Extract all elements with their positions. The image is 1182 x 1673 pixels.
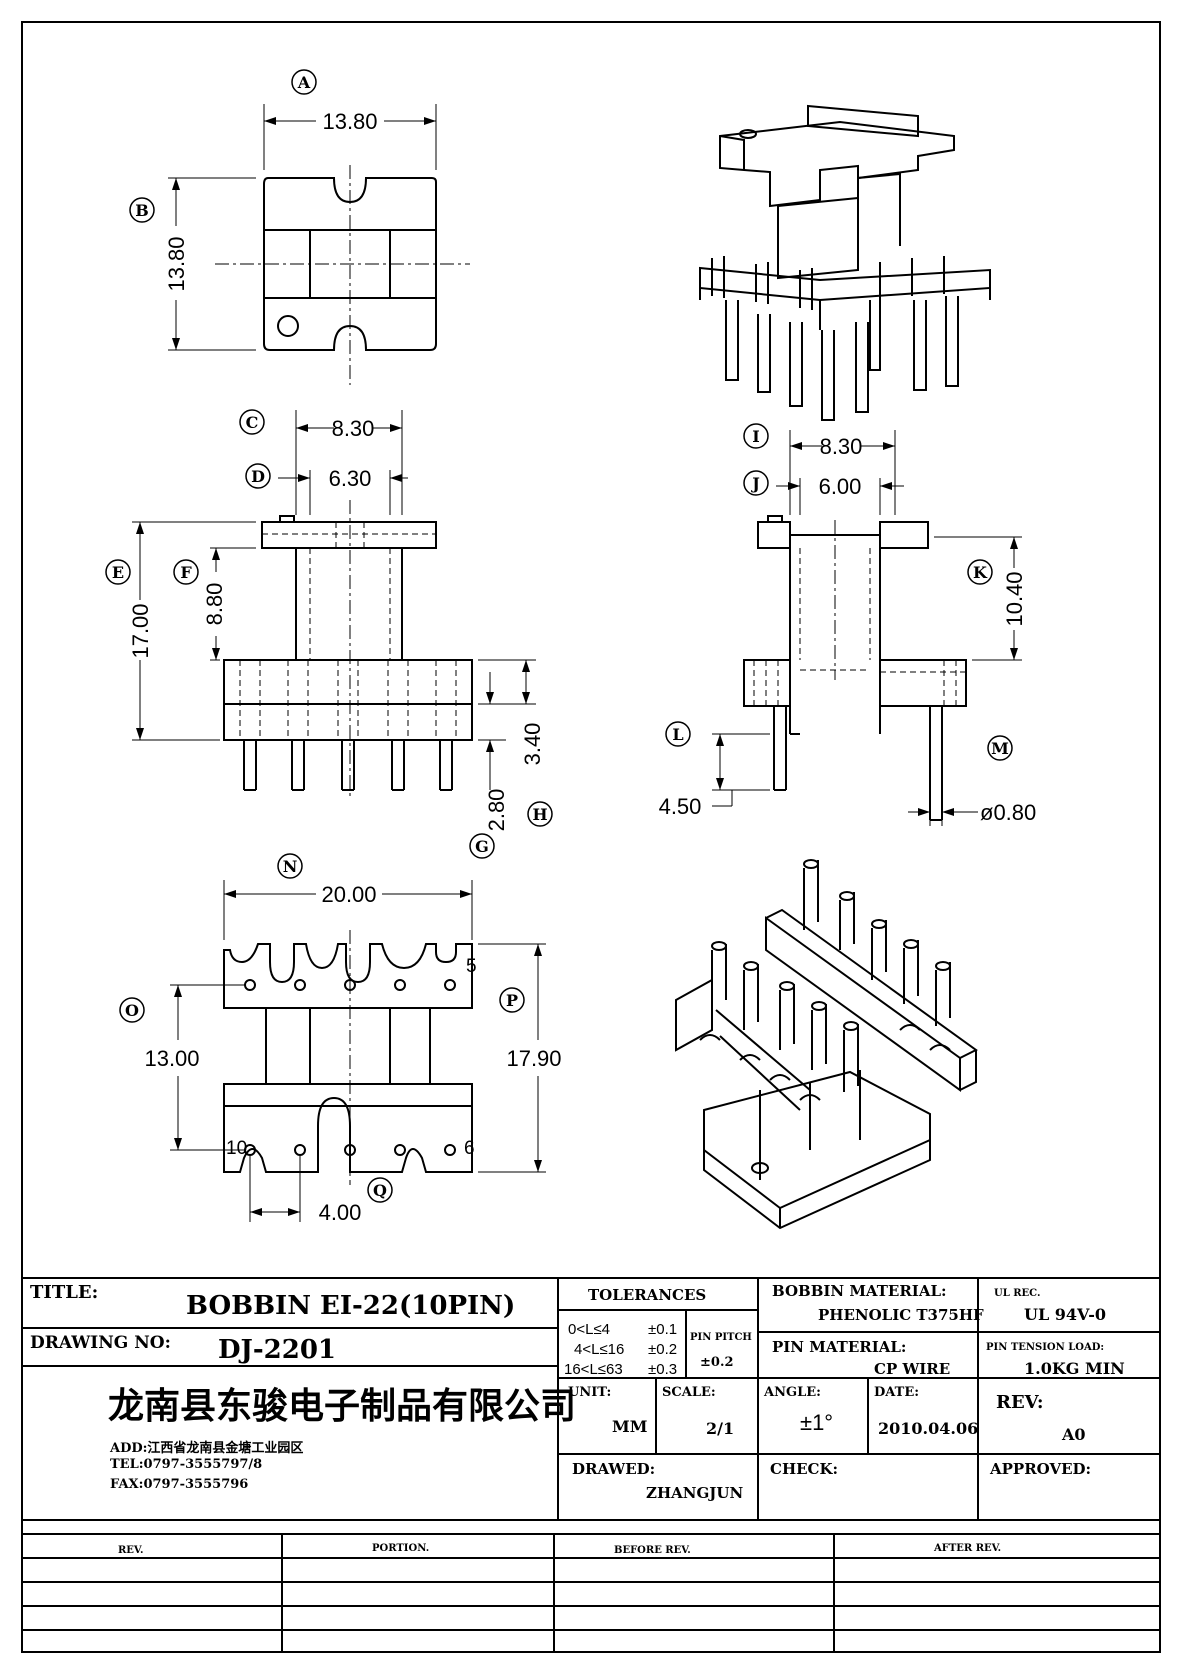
dim-l-text: 4.50 [659, 794, 702, 819]
callout-c: C [246, 413, 259, 432]
angle-value: ±1° [800, 1410, 833, 1435]
company-name: 龙南县东骏电子制品有限公司 [108, 1385, 576, 1426]
tol-range-1: 0<L≤4 [568, 1321, 610, 1338]
pin-5-label: 5 [466, 956, 477, 977]
callout-d: D [251, 467, 265, 486]
portion-header: PORTION. [372, 1543, 429, 1554]
pin-tension-label: PIN TENSION LOAD: [986, 1342, 1104, 1353]
tol-range-2: 4<L≤16 [574, 1341, 624, 1358]
pin-pitch-value: ±0.2 [700, 1355, 734, 1370]
rev-header: REV. [118, 1545, 143, 1556]
pin-pitch-label: PIN PITCH [690, 1332, 752, 1343]
pin-6-label: 6 [464, 1138, 475, 1159]
angle-label: ANGLE: [763, 1385, 821, 1400]
company-address: ADD:江西省龙南县金塘工业园区 [109, 1440, 303, 1456]
callout-m: M [991, 739, 1009, 758]
callout-p: P [506, 991, 518, 1010]
drawing-no-value: DJ-2201 [218, 1335, 336, 1365]
dim-n-text: 20.00 [321, 882, 376, 907]
dim-f-text: 8.80 [202, 583, 227, 626]
callout-b: B [135, 201, 149, 220]
dim-o-text: 13.00 [144, 1046, 199, 1071]
callout-o: O [125, 1001, 139, 1020]
dim-d-text: 6.30 [329, 466, 372, 491]
callout-f: F [180, 563, 192, 582]
isometric-top-view [699, 104, 991, 421]
dim-k-text: 10.40 [1002, 571, 1027, 626]
callout-labels: A B C D E F G H I J K L M N O P Q [112, 73, 1009, 1200]
revision-table [22, 1533, 1160, 1652]
rev-label: REV: [996, 1392, 1043, 1413]
tolerances-label: TOLERANCES [588, 1286, 706, 1304]
pin-material-label: PIN MATERIAL: [772, 1338, 906, 1356]
tol-range-3: 16<L≤63 [564, 1361, 623, 1378]
scale-value: 2/1 [706, 1419, 734, 1438]
dim-m-text: ø0.80 [980, 800, 1036, 825]
callout-h: H [532, 805, 547, 824]
date-value: 2010.04.06 [878, 1419, 978, 1438]
side-view [743, 515, 967, 821]
bobbin-material-value: PHENOLIC T375HF [818, 1306, 984, 1324]
pin-material-value: CP WIRE [874, 1360, 950, 1378]
front-view [223, 515, 473, 791]
callout-e: E [112, 563, 124, 582]
approved-label: APPROVED: [989, 1460, 1091, 1478]
tol-value-3: ±0.3 [648, 1361, 677, 1378]
callout-l: L [672, 725, 683, 744]
dim-e-text: 17.00 [128, 603, 153, 658]
scale-label: SCALE: [662, 1385, 716, 1400]
bobbin-material-label: BOBBIN MATERIAL: [772, 1282, 947, 1300]
unit-value: MM [612, 1417, 647, 1436]
date-label: DATE: [874, 1385, 919, 1400]
tol-value-2: ±0.2 [648, 1341, 677, 1358]
bottom-view [223, 943, 473, 1173]
isometric-bottom-view [675, 859, 978, 1230]
rev-value: A0 [1061, 1425, 1086, 1444]
title-value: BOBBIN EI-22(10PIN) [186, 1291, 515, 1321]
callout-k: K [973, 563, 988, 582]
callout-circles [105, 69, 1013, 1203]
title-block-text: TITLE: BOBBIN EI-22(10PIN) DRAWING NO: D… [30, 1282, 1125, 1556]
callout-g: G [475, 837, 489, 856]
company-tel: TEL:0797-3555797/8 [110, 1457, 262, 1472]
before-rev-header: BEFORE REV. [614, 1545, 691, 1556]
dim-q-text: 4.00 [319, 1200, 362, 1225]
callout-a: A [297, 73, 311, 92]
check-label: CHECK: [770, 1460, 838, 1478]
company-fax: FAX:0797-3555796 [110, 1477, 248, 1492]
dim-g-text: 2.80 [484, 789, 509, 832]
title-label: TITLE: [30, 1282, 98, 1303]
dimension-labels: 13.80 13.80 8.30 6.30 17.00 8.80 3.40 2.… [128, 109, 1036, 1225]
callout-q: Q [373, 1181, 387, 1200]
title-block [22, 1277, 1160, 1521]
drawing-no-label: DRAWING NO: [30, 1333, 171, 1353]
ul-rec-label: UL REC. [994, 1288, 1040, 1299]
ul-rec-value: UL 94V-0 [1024, 1305, 1106, 1324]
dim-a-text: 13.80 [322, 109, 377, 134]
dim-i-text: 8.30 [820, 434, 863, 459]
dim-c-text: 8.30 [332, 416, 375, 441]
callout-j: J [750, 474, 760, 493]
callout-i: I [752, 427, 759, 446]
dimension-arrows [136, 117, 1018, 1216]
unit-label: UNIT: [568, 1385, 611, 1400]
drawed-label: DRAWED: [572, 1460, 655, 1478]
pin-10-label: 10 [226, 1138, 247, 1159]
dim-b-text: 13.80 [164, 236, 189, 291]
tol-value-1: ±0.1 [648, 1321, 677, 1338]
callout-n: N [283, 857, 298, 876]
sheet-border [21, 21, 1161, 1653]
dim-p-text: 17.90 [506, 1046, 561, 1071]
pin-tension-value: 1.0KG MIN [1024, 1359, 1125, 1378]
dim-h-text: 3.40 [520, 723, 545, 766]
after-rev-header: AFTER REV. [933, 1543, 1001, 1554]
drawed-value: ZHANGJUN [646, 1484, 743, 1502]
dim-j-text: 6.00 [819, 474, 862, 499]
